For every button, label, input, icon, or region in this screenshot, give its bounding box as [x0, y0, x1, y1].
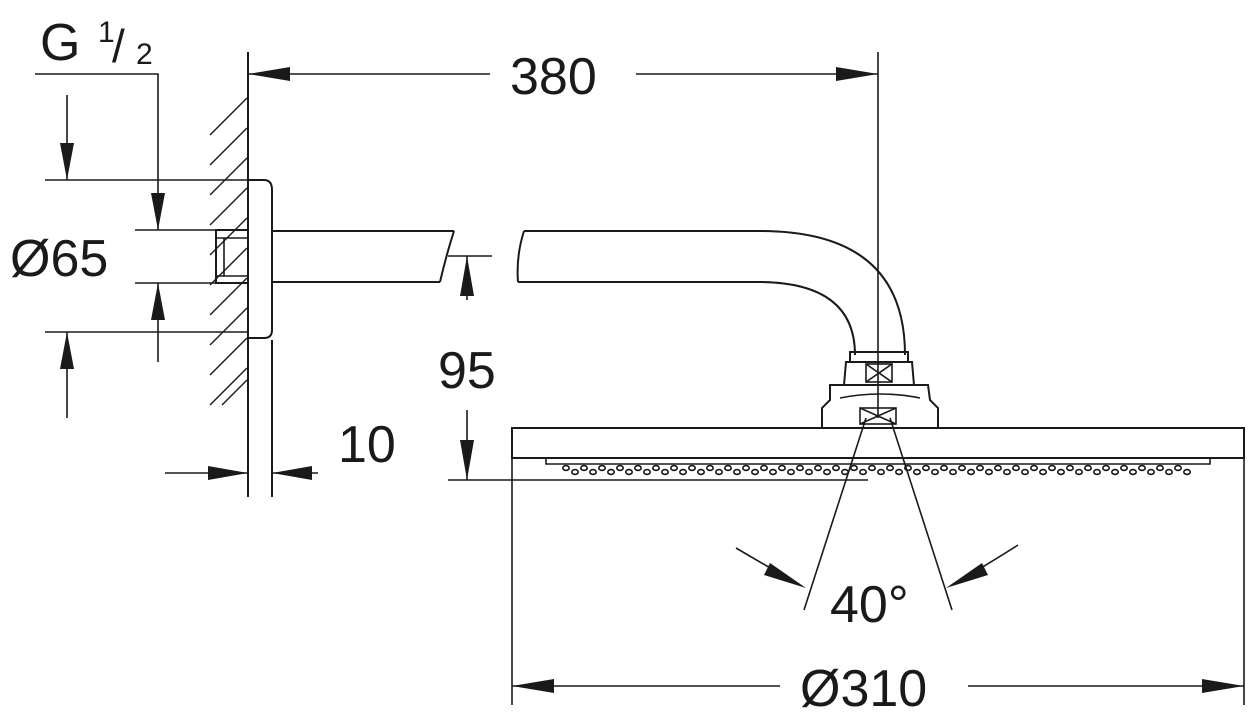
spray-nozzle — [1174, 464, 1183, 472]
spray-nozzle — [687, 464, 696, 472]
dimension-drop-height: 95 — [438, 255, 868, 481]
spray-nozzle — [930, 468, 939, 476]
spray-nozzle — [894, 468, 903, 476]
spray-nozzle — [822, 468, 831, 476]
drop-height-label: 95 — [438, 342, 496, 400]
spray-nozzle — [714, 468, 723, 476]
spray-nozzle — [597, 464, 606, 472]
spray-nozzle — [606, 468, 615, 476]
wall — [209, 52, 273, 497]
spray-nozzle — [669, 464, 678, 472]
spray-nozzle — [1057, 468, 1066, 476]
spray-nozzle — [939, 464, 948, 472]
spray-nozzle — [1111, 468, 1120, 476]
swivel-joint — [821, 351, 939, 429]
dimension-wall-offset: 10 — [165, 416, 396, 480]
spray-nozzle — [615, 464, 624, 472]
spray-nozzle — [984, 468, 993, 476]
dimension-arm-reach: 380 — [248, 48, 879, 418]
spray-nozzle — [1156, 464, 1165, 472]
spray-nozzle — [912, 468, 921, 476]
spray-nozzle — [705, 464, 714, 472]
spray-nozzle — [876, 468, 885, 476]
spray-nozzle — [633, 464, 642, 472]
spray-nozzle — [1138, 464, 1147, 472]
spray-nozzle — [786, 468, 795, 476]
spray-nozzle — [903, 464, 912, 472]
spray-nozzle — [1048, 464, 1057, 472]
spray-nozzle — [678, 468, 687, 476]
spray-nozzle — [1020, 468, 1029, 476]
thread-fraction-denominator: 2 — [136, 38, 153, 71]
dimension-head-diameter: Ø310 — [511, 458, 1245, 713]
arm-reach-label: 380 — [510, 48, 597, 106]
spray-nozzle — [966, 468, 975, 476]
flange-diameter-label: Ø65 — [10, 230, 108, 288]
spray-nozzle — [570, 468, 579, 476]
shower-arm — [272, 230, 906, 356]
spray-nozzle — [1165, 468, 1174, 476]
thread-fraction-slash: / — [112, 20, 125, 72]
spray-nozzle — [1066, 464, 1075, 472]
spray-nozzle — [831, 464, 840, 472]
spray-nozzle — [696, 468, 705, 476]
spray-nozzle — [759, 464, 768, 472]
spray-nozzle — [885, 464, 894, 472]
spray-nozzle — [1084, 464, 1093, 472]
spray-nozzle — [642, 468, 651, 476]
thread-label: G — [40, 14, 80, 72]
spray-nozzle — [561, 464, 570, 472]
spray-nozzle — [660, 468, 669, 476]
dimension-flange-diameter: Ø65 — [10, 95, 248, 418]
spray-nozzle — [1093, 468, 1102, 476]
spray-nozzle — [1183, 468, 1192, 476]
spray-cone — [803, 417, 953, 611]
wall-flange — [215, 179, 273, 339]
spray-nozzle — [804, 468, 813, 476]
spray-nozzle — [579, 464, 588, 472]
spray-nozzle — [957, 464, 966, 472]
spray-angle-label: 40° — [830, 576, 909, 634]
spray-nozzle — [651, 464, 660, 472]
spray-nozzle — [1102, 464, 1111, 472]
spray-nozzle — [921, 464, 930, 472]
spray-nozzle — [795, 464, 804, 472]
wall-hatching — [209, 97, 248, 406]
spray-nozzle — [1030, 464, 1039, 472]
spray-nozzle — [624, 468, 633, 476]
spray-nozzle — [849, 464, 858, 472]
shower-head — [511, 427, 1245, 476]
spray-nozzle — [777, 464, 786, 472]
dimension-spray-angle: 40° — [735, 544, 1019, 634]
dimension-thread: G 1 / 2 — [35, 14, 215, 362]
spray-nozzle — [768, 468, 777, 476]
spray-nozzle — [1002, 468, 1011, 476]
spray-nozzle — [1129, 468, 1138, 476]
wall-offset-label: 10 — [338, 416, 396, 474]
spray-nozzle — [723, 464, 732, 472]
spray-nozzle — [750, 468, 759, 476]
spray-nozzles — [561, 464, 1192, 476]
spray-nozzle — [741, 464, 750, 472]
spray-nozzle — [948, 468, 957, 476]
spray-nozzle — [1039, 468, 1048, 476]
spray-nozzle — [1011, 464, 1020, 472]
spray-nozzle — [993, 464, 1002, 472]
thread-fraction-numerator: 1 — [98, 16, 115, 49]
spray-nozzle — [1120, 464, 1129, 472]
spray-nozzle — [813, 464, 822, 472]
head-diameter-label: Ø310 — [800, 660, 927, 713]
spray-nozzle — [1147, 468, 1156, 476]
spray-nozzle — [858, 468, 867, 476]
spray-nozzle — [975, 464, 984, 472]
spray-nozzle — [867, 464, 876, 472]
spray-nozzle — [588, 468, 597, 476]
spray-nozzle — [1075, 468, 1084, 476]
spray-nozzle — [732, 468, 741, 476]
